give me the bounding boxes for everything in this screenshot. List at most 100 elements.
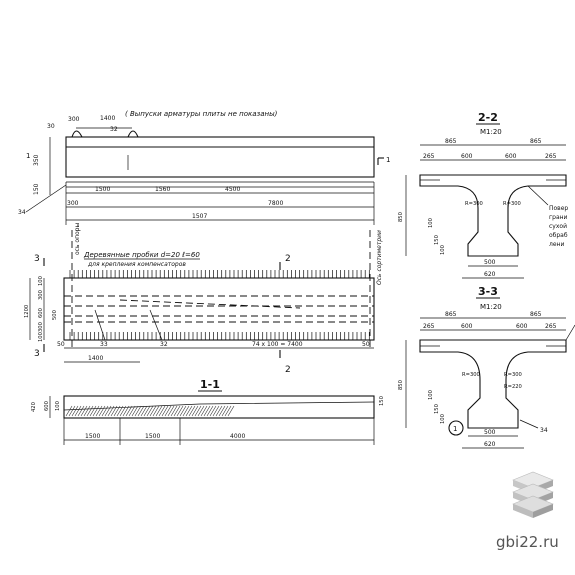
plan-wood-plugs-label-2: для крепления компенсаторов: [87, 261, 186, 268]
section-2-2-title: 2-2: [478, 111, 498, 124]
sec22-radius-right: R=300: [503, 201, 521, 207]
sec22-dim-100b: 100: [440, 245, 446, 255]
section-1-1-hatching: [65, 405, 235, 417]
plan-dim-32: 32: [160, 341, 168, 348]
sec11-dim-1500b: 1500: [145, 433, 160, 440]
plan-axis-right-label: Ось сортиметрии: [376, 230, 383, 285]
sec22-note-5: лени: [549, 241, 564, 248]
sec33-dim-150: 150: [434, 404, 440, 414]
sec22-note-1: Повер: [549, 205, 568, 212]
elev-dim-1560: 1560: [155, 186, 170, 193]
elev-dim-1400: 1400: [100, 115, 115, 122]
plan-wood-plugs-label: Деревянные пробки d=20 ℓ=60: [83, 251, 200, 259]
sec33-marker-circle: [448, 420, 464, 436]
plan-section-mark-3-top: 3: [34, 254, 40, 264]
hatch-line: [131, 405, 139, 417]
elev-dim-4500: 4500: [225, 186, 240, 193]
hatch-line: [179, 405, 187, 417]
sec22-dim-850: 850: [398, 212, 404, 222]
elev-dim-300b: 300: [67, 200, 79, 207]
sec33-dim-620: 620: [484, 441, 496, 448]
hatch-line: [161, 405, 169, 417]
hatch-line: [80, 405, 88, 417]
sec11-dim-left-100: 100: [55, 401, 61, 411]
section-2-2: 2-2 M1:20 865 865 265 600 600 265 R=300 …: [398, 111, 568, 279]
plan-section-mark-3-bottom: 3: [34, 349, 40, 359]
plan-dim-left-1200: 1200: [24, 305, 30, 318]
section-1-1-title: 1-1: [200, 378, 220, 391]
hatch-line: [128, 405, 136, 417]
plan-dim-50-right: 50: [362, 341, 370, 348]
sec33-marker: 1: [453, 425, 457, 433]
hatch-line: [95, 405, 103, 417]
hatch-line: [176, 405, 184, 417]
hatch-line: [212, 405, 220, 417]
elev-dim-300: 300: [68, 116, 80, 123]
sec11-dim-1500a: 1500: [85, 433, 100, 440]
plan-section-mark-2-top: 2: [285, 254, 291, 264]
sec33-dim-100a: 100: [428, 390, 434, 400]
plan-axis-left-label: ось опоры: [74, 223, 81, 255]
sec22-dim-620: 620: [484, 271, 496, 278]
elev-dim-30: 30: [47, 123, 55, 130]
sec22-dim-265a: 265: [423, 153, 435, 160]
elev-dim-1507: 1507: [192, 213, 207, 220]
sec22-dim-865b: 865: [530, 138, 542, 145]
hatch-line: [137, 405, 145, 417]
sec22-dim-100a: 100: [428, 218, 434, 228]
hatch-line: [224, 405, 232, 417]
plan-dim-left-500: 500: [52, 310, 58, 320]
hatch-line: [191, 405, 199, 417]
logo-stacked-slabs-icon: [512, 471, 554, 518]
sec22-radius-left: R=300: [465, 201, 483, 207]
hatch-line: [152, 405, 160, 417]
sec33-dim-865a: 865: [445, 311, 457, 318]
section-1-1: 1-1 420 600 100 150 1500 1500 4000: [31, 378, 385, 445]
sec33-dim-865b: 865: [530, 311, 542, 318]
hatch-line: [158, 405, 166, 417]
hatch-line: [83, 405, 91, 417]
sec33-radius-right: R=300: [504, 372, 522, 378]
elev-cut-1-left: 1: [26, 152, 30, 160]
hatch-line: [77, 405, 85, 417]
sec33-marker-right: 34: [540, 427, 548, 434]
hatch-line: [194, 405, 202, 417]
hatch-line: [110, 405, 118, 417]
sec11-dim-left-600: 600: [44, 401, 50, 411]
hatch-line: [74, 405, 82, 417]
sec22-note-2: грани: [549, 214, 568, 221]
hatch-line: [107, 405, 115, 417]
hatch-line: [140, 405, 148, 417]
plan-dim-left-300b: 300: [38, 322, 44, 332]
hatch-line: [125, 405, 133, 417]
hatch-line: [209, 405, 217, 417]
hatch-line: [119, 405, 127, 417]
sec33-dim-600a: 600: [461, 323, 473, 330]
tick-marks-bottom: [69, 332, 370, 340]
sec22-note-4: обраб: [549, 232, 568, 239]
sec22-dim-600a: 600: [461, 153, 473, 160]
elev-dim-7800: 7800: [268, 200, 283, 207]
sec22-dim-265b: 265: [545, 153, 557, 160]
hatch-line: [215, 405, 223, 417]
plan-dim-50-left: 50: [57, 341, 65, 348]
top-note: ( Выпуски арматуры плиты не показаны): [125, 110, 278, 118]
sec22-note-3: сухой: [549, 223, 567, 230]
hatch-line: [98, 405, 106, 417]
hatch-line: [65, 405, 73, 417]
site-watermark: gbi22.ru: [496, 533, 559, 551]
elev-dim-34: 34: [18, 209, 26, 216]
elev-dim-left-150: 150: [33, 183, 40, 195]
sec22-dim-865a: 865: [445, 138, 457, 145]
elev-dim-left-350: 350: [33, 154, 40, 166]
hatch-line: [173, 405, 181, 417]
hatch-line: [200, 405, 208, 417]
hatch-line: [104, 405, 112, 417]
hatch-line: [227, 405, 235, 417]
plan-view: ось опоры Ось сортиметрии Деревянные про…: [24, 223, 383, 375]
hatch-line: [68, 405, 76, 417]
sec22-dim-600b: 600: [505, 153, 517, 160]
hatch-line: [197, 405, 205, 417]
hatch-line: [122, 405, 130, 417]
